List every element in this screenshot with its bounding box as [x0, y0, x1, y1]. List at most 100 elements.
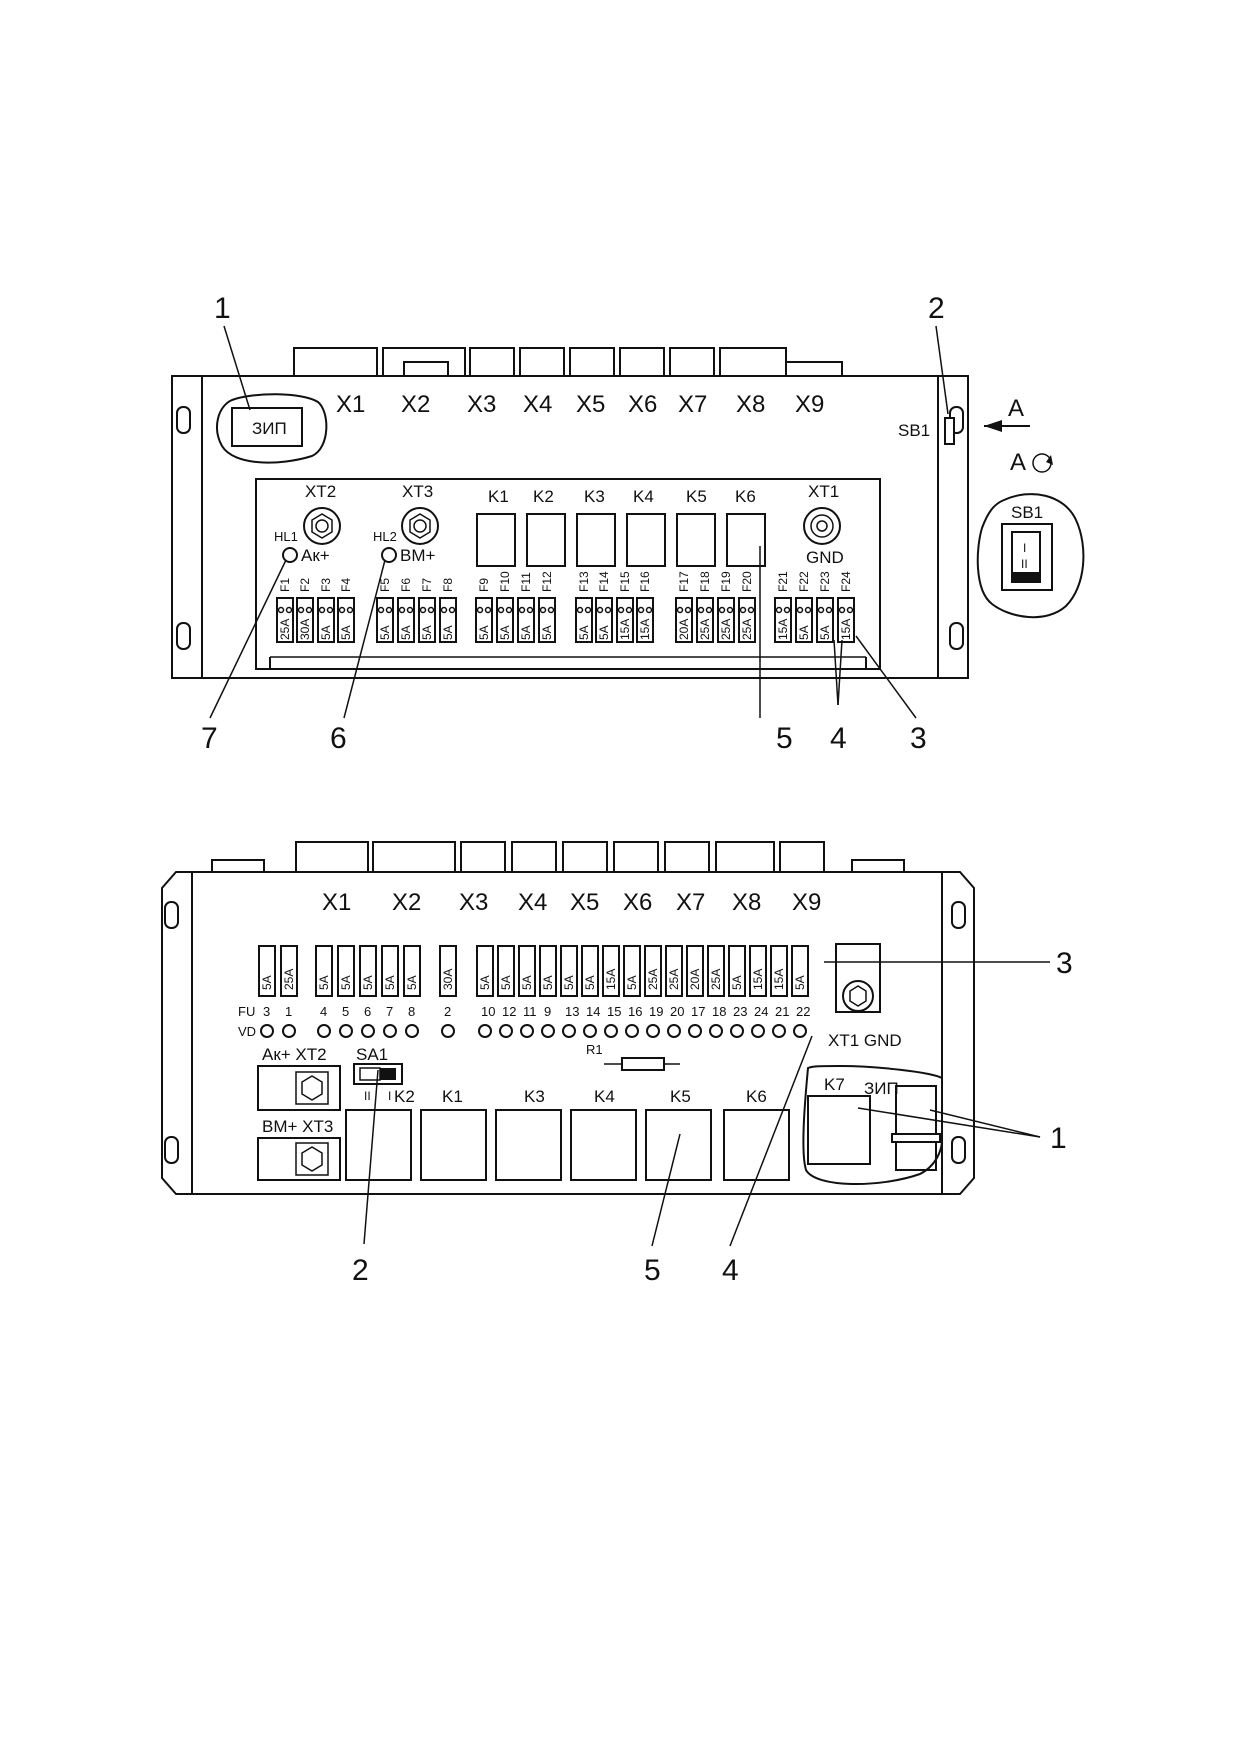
connector-label: X4: [518, 889, 547, 916]
sb1-label: SB1: [898, 421, 930, 440]
callout-3: 3: [910, 722, 927, 755]
fuse-rating: 30A: [298, 619, 312, 640]
fuse: [476, 945, 494, 997]
relay-k7: [807, 1095, 871, 1165]
fu-number: 17: [691, 1004, 705, 1019]
fuse: [696, 597, 714, 643]
fuse-rating: 5A: [420, 625, 434, 640]
callout-5: 5: [776, 722, 793, 755]
fuse-contact: [346, 606, 354, 614]
fuse: [337, 945, 355, 997]
fuse-rating: 15A: [776, 619, 790, 640]
fuse-rating: 25A: [740, 619, 754, 640]
fuse: [560, 945, 578, 997]
fuse-rating: 5A: [730, 975, 744, 990]
bottom-fuses: 5A325A15A45A55A65A75A830A25A105A125A115A…: [258, 945, 810, 1038]
fuse-id: F10: [498, 571, 512, 592]
view-arrow-label: A: [1008, 395, 1024, 422]
connector-label: X9: [792, 889, 821, 916]
fu-number: 11: [523, 1004, 537, 1019]
fuse-id: F21: [776, 571, 790, 592]
fuse: [774, 597, 792, 643]
fuse-id: F2: [298, 578, 312, 592]
relay-label: K4: [633, 487, 654, 506]
xt1-gnd-label: XT1 GND: [828, 1031, 902, 1050]
connector-label: X5: [576, 391, 605, 418]
vd-led: [688, 1024, 702, 1038]
fuse-rating: 15A: [618, 619, 632, 640]
fu-number: 9: [544, 1004, 551, 1019]
fuse: [717, 597, 735, 643]
fuse: [675, 597, 693, 643]
fuse-contact: [739, 606, 747, 614]
bm-xt3-label: BM+ XT3: [262, 1117, 333, 1136]
connector-label: X1: [322, 889, 351, 916]
fuse: [616, 597, 634, 643]
fuse-rating: 5A: [319, 625, 333, 640]
fuse: [728, 945, 746, 997]
xt1-gnd-terminal: [842, 980, 874, 1012]
fuse-id: F5: [378, 578, 392, 592]
fuse: [686, 945, 704, 997]
fuse-rating: 5A: [339, 625, 353, 640]
fu-number: 3: [263, 1004, 270, 1019]
relay-label: K5: [686, 487, 707, 506]
relay: [576, 513, 616, 567]
hl1-led: [282, 547, 298, 563]
fu-number: 5: [342, 1004, 349, 1019]
fuse-rating: 5A: [541, 975, 555, 990]
zip-label-bottom: ЗИП: [864, 1079, 899, 1098]
fu-number: 2: [444, 1004, 451, 1019]
fuse-panel: [255, 478, 881, 670]
fuse-rating: 5A: [498, 625, 512, 640]
hl1-label: HL1: [274, 529, 298, 544]
fuse-id: F3: [319, 578, 333, 592]
fuse-contact: [846, 606, 854, 614]
fuse-contact: [484, 606, 492, 614]
zip-label: ЗИП: [252, 419, 287, 438]
fu-number: 1: [285, 1004, 292, 1019]
fu-number: 12: [502, 1004, 516, 1019]
sb1-switch: [944, 417, 955, 445]
bottom-connector-labels: X1 X2 X3 X4 X5 X6 X7 X8 X9: [322, 889, 821, 916]
fuse-id: F22: [797, 571, 811, 592]
fuse-rating: 5A: [383, 975, 397, 990]
vd-led: [772, 1024, 786, 1038]
vd-led: [339, 1024, 353, 1038]
connector-label: X3: [467, 391, 496, 418]
relay: [676, 513, 716, 567]
fuse-id: F20: [740, 571, 754, 592]
fuse: [665, 945, 683, 997]
fuse: [258, 945, 276, 997]
fu-number: 8: [408, 1004, 415, 1019]
fuse-id: F14: [597, 571, 611, 592]
vd-led: [282, 1024, 296, 1038]
fu-number: 13: [565, 1004, 579, 1019]
fuse-rating: 5A: [477, 625, 491, 640]
detail-switch-pos-1: I: [1023, 541, 1026, 555]
fuse-contact: [817, 606, 825, 614]
bm-xt3-block: [257, 1137, 341, 1181]
callout-7: 7: [201, 722, 218, 755]
connector-label: X2: [392, 889, 421, 916]
fuse-contact: [297, 606, 305, 614]
sa1-pos-2: II: [364, 1089, 371, 1103]
fuse-contact: [825, 606, 833, 614]
vd-led: [562, 1024, 576, 1038]
fu-number: 4: [320, 1004, 327, 1019]
fuse-rating: 20A: [677, 619, 691, 640]
connector-label: X1: [336, 391, 365, 418]
fuse: [602, 945, 620, 997]
top-connector-labels: X1 X2 X3 X4 X5 X6 X7 X8 X9: [336, 391, 824, 418]
fuse-rating: 5A: [361, 975, 375, 990]
fuse: [359, 945, 377, 997]
sa1-label: SA1: [356, 1045, 388, 1064]
bottom-view: X1 X2 X3 X4 X5 X6 X7 X8 X9 5A 3 2 5A 1 5A 4 5A 5…: [161, 841, 1073, 1287]
relay-label: K6: [735, 487, 756, 506]
callout-6: 6: [330, 722, 347, 755]
fuse-rating: 5A: [499, 975, 513, 990]
fuse-contact: [576, 606, 584, 614]
callout-2: 2: [928, 292, 945, 325]
fuse-contact: [547, 606, 555, 614]
fuse-id: F12: [540, 571, 554, 592]
